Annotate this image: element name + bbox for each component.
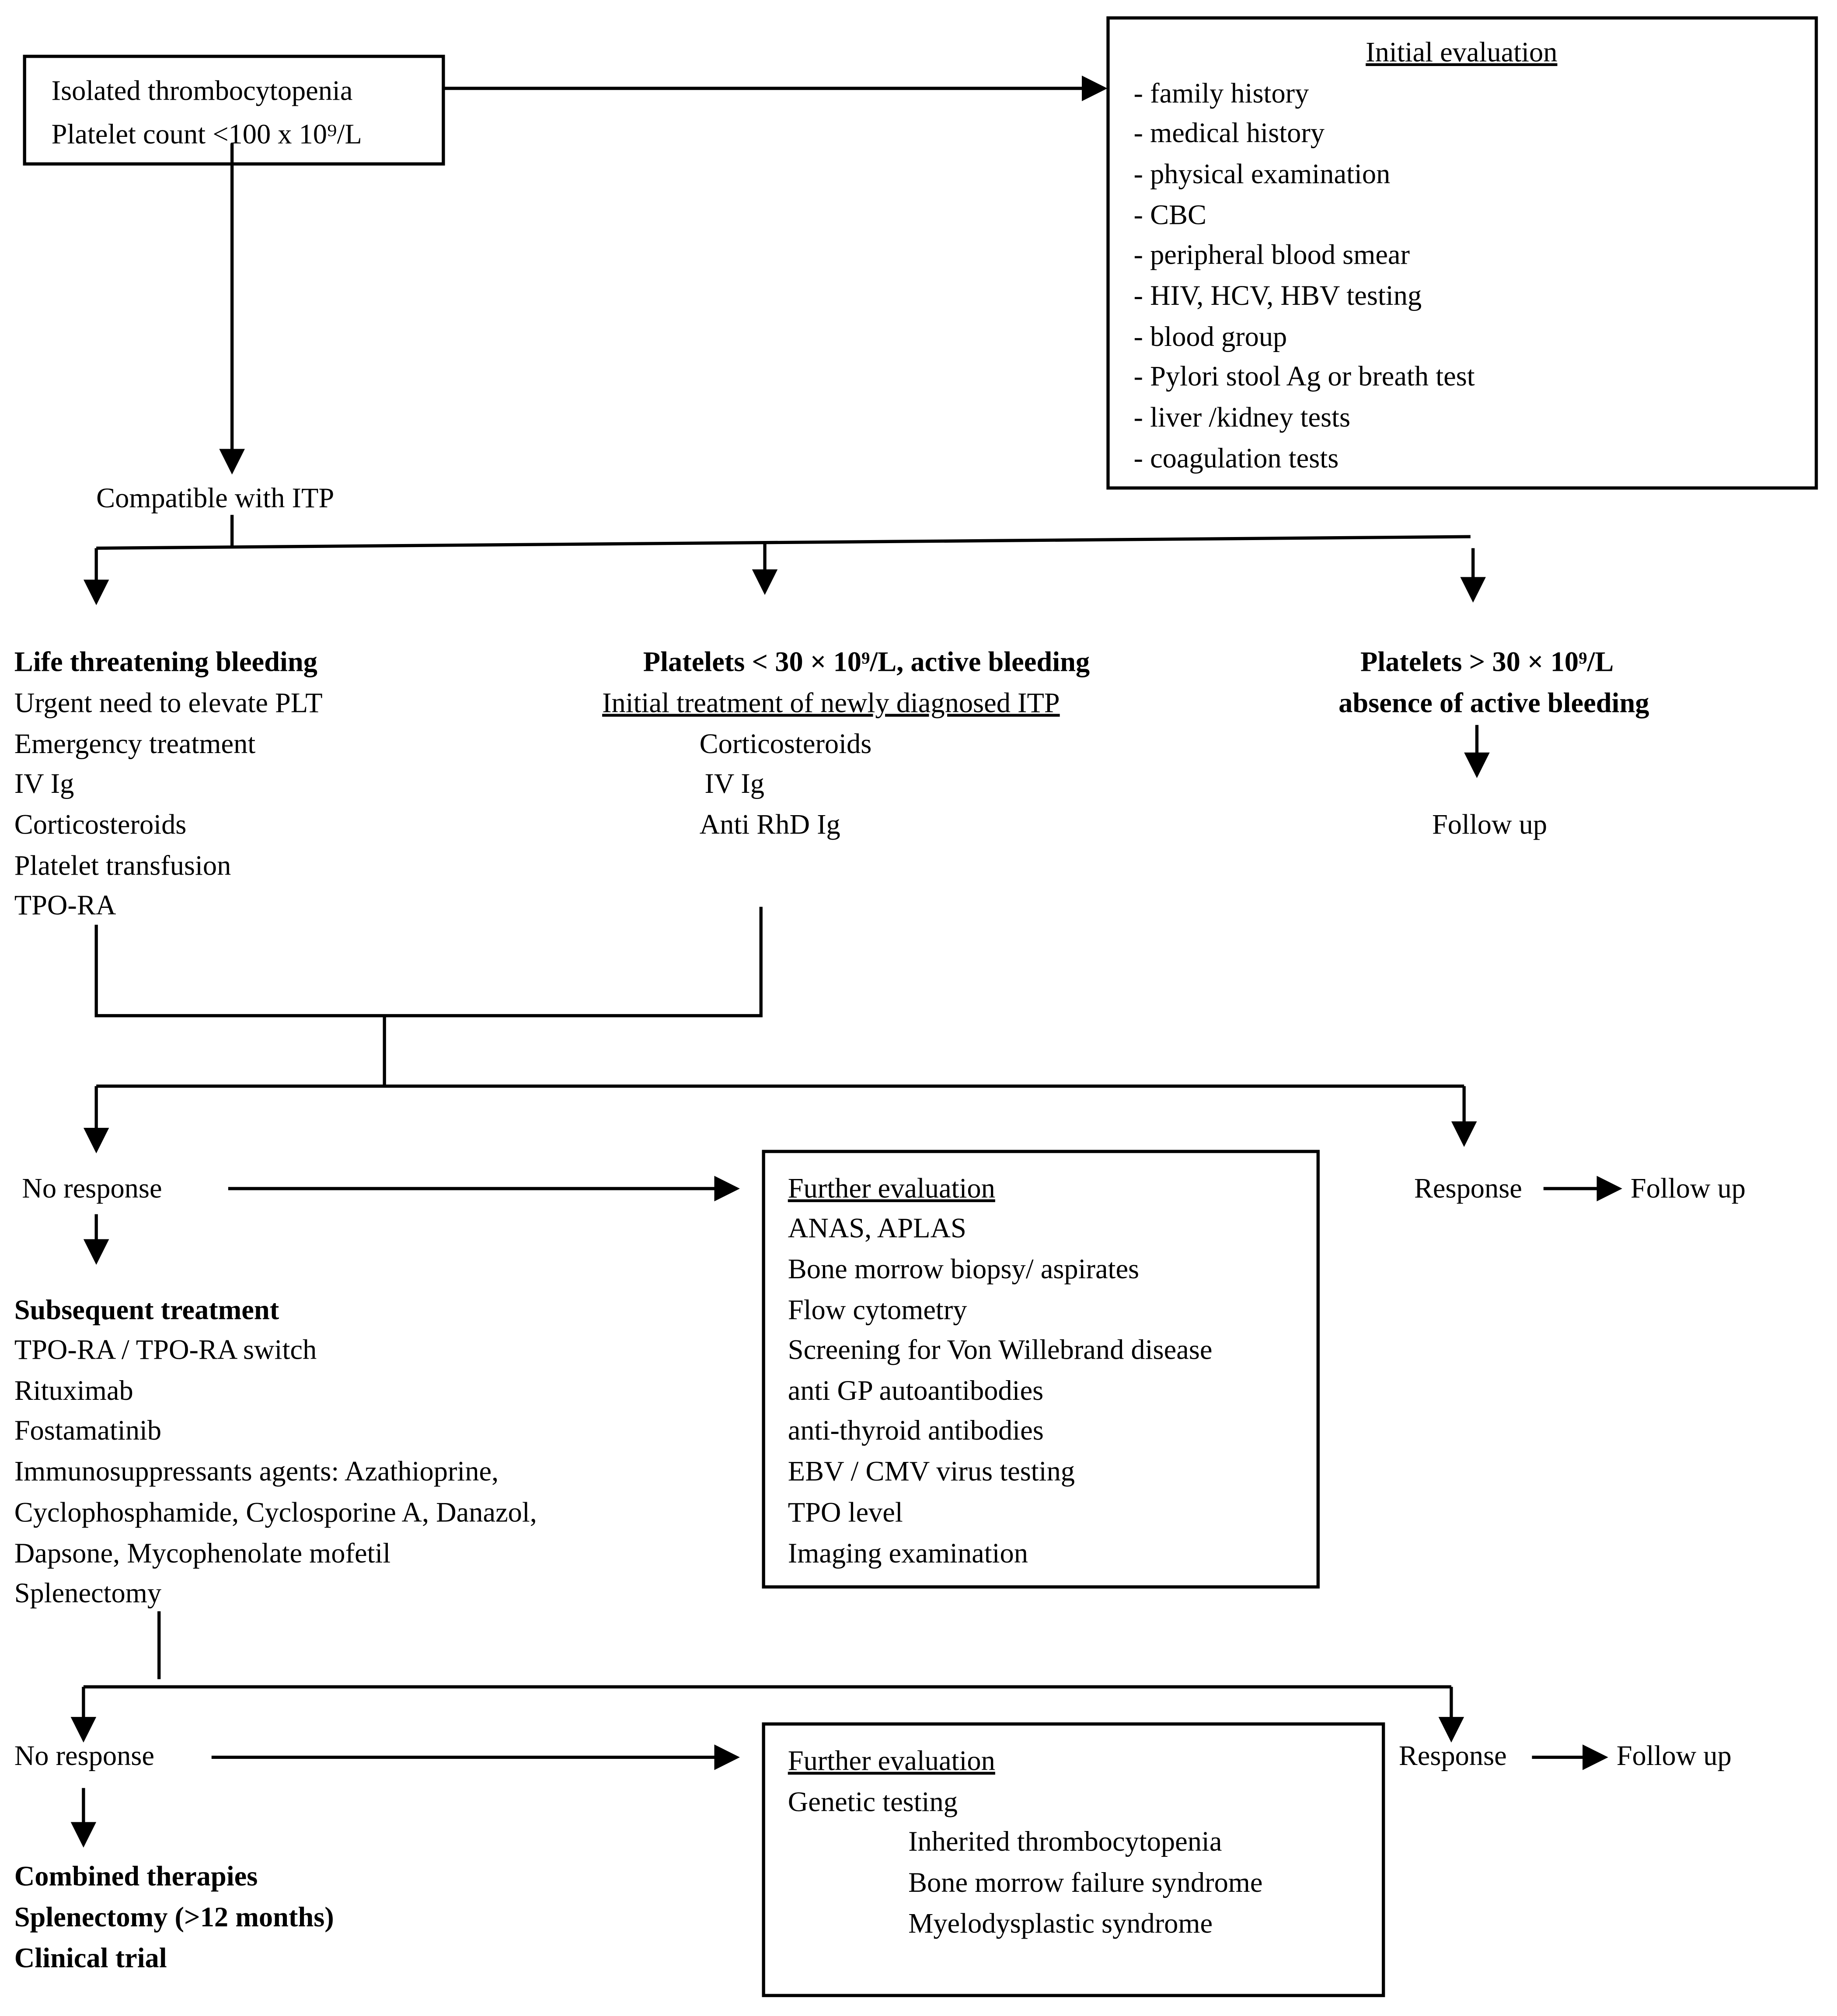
list-item: Myelodysplastic syndrome	[908, 1908, 1213, 1939]
no-response-label: No response	[22, 1172, 162, 1203]
list-item: - blood group	[1134, 321, 1287, 352]
no-bleeding-subtitle: absence of active bleeding	[1339, 687, 1649, 718]
genetic-testing-label: Genetic testing	[788, 1786, 958, 1817]
final-option: Combined therapies	[14, 1860, 258, 1891]
list-item: Platelet transfusion	[14, 850, 231, 881]
list-item: - physical examination	[1134, 158, 1391, 189]
list-item: Flow cytometry	[788, 1294, 967, 1325]
active-bleeding-title: Platelets < 30 × 10⁹/L, active bleeding	[643, 646, 1090, 677]
list-item: Bone morrow failure syndrome	[908, 1867, 1262, 1898]
subsequent-treatment-title: Subsequent treatment	[14, 1294, 279, 1325]
list-item: Emergency treatment	[14, 728, 256, 759]
start-title: Isolated thrombocytopenia	[52, 75, 353, 106]
list-item: Bone morrow biopsy/ aspirates	[788, 1253, 1139, 1284]
list-item: - liver /kidney tests	[1134, 401, 1351, 432]
list-item: ANAS, APLAS	[788, 1212, 966, 1243]
list-item: Inherited thrombocytopenia	[908, 1826, 1222, 1857]
list-item: Anti RhD Ig	[700, 809, 840, 840]
list-item: TPO-RA / TPO-RA switch	[14, 1334, 317, 1365]
list-item: Fostamatinib	[14, 1415, 161, 1446]
further-evaluation-title: Further evaluation	[788, 1172, 995, 1203]
list-item: - Pylori stool Ag or breath test	[1134, 361, 1475, 392]
follow-up-label: Follow up	[1617, 1740, 1732, 1771]
active-bleeding-subtitle: Initial treatment of newly diagnosed ITP	[602, 687, 1060, 718]
list-item: IV Ig	[704, 768, 764, 799]
initial-evaluation-title: Initial evaluation	[1366, 37, 1557, 68]
final-option: Splenectomy (>12 months)	[14, 1901, 334, 1932]
list-item: TPO level	[788, 1496, 903, 1528]
life-threatening-title: Life threatening bleeding	[14, 646, 317, 677]
list-item: Corticosteroids	[14, 809, 187, 840]
list-item: Dapsone, Mycophenolate mofetil	[14, 1538, 391, 1569]
start-subtitle: Platelet count <100 x 10⁹/L	[52, 119, 362, 150]
compatible-label: Compatible with ITP	[96, 482, 334, 513]
list-item: - CBC	[1134, 199, 1206, 230]
list-item: Immunosuppressants agents: Azathioprine,	[14, 1456, 499, 1487]
further-evaluation-title: Further evaluation	[788, 1745, 995, 1776]
genetic-evaluation-box	[762, 1722, 1385, 1997]
list-item: Urgent need to elevate PLT	[14, 687, 323, 718]
list-item: - medical history	[1134, 117, 1325, 148]
response-label: Response	[1399, 1740, 1507, 1771]
split-line	[96, 535, 1471, 550]
list-item: anti-thyroid antibodies	[788, 1415, 1044, 1446]
list-item: TPO-RA	[14, 889, 116, 921]
initial-evaluation-box	[1106, 16, 1818, 490]
follow-up-label: Follow up	[1432, 809, 1547, 840]
list-item: anti GP autoantibodies	[788, 1375, 1043, 1406]
start-box	[23, 55, 445, 166]
list-item: Cyclophosphamide, Cyclosporine A, Danazo…	[14, 1496, 537, 1528]
list-item: IV Ig	[14, 768, 74, 799]
response-label: Response	[1414, 1172, 1522, 1203]
list-item: - peripheral blood smear	[1134, 239, 1410, 270]
list-item: EBV / CMV virus testing	[788, 1456, 1075, 1487]
further-evaluation-box	[762, 1150, 1320, 1589]
merge-line	[94, 907, 763, 1018]
list-item: - coagulation tests	[1134, 443, 1339, 474]
list-item: - HIV, HCV, HBV testing	[1134, 280, 1422, 311]
initial-evaluation-list: - family history - medical history - phy…	[1134, 77, 1475, 474]
list-item: Screening for Von Willebrand disease	[788, 1334, 1213, 1365]
list-item: - family history	[1134, 77, 1309, 108]
list-item: Rituximab	[14, 1375, 133, 1406]
list-item: Corticosteroids	[700, 728, 872, 759]
list-item: Splenectomy	[14, 1577, 161, 1608]
no-response-label: No response	[14, 1740, 154, 1771]
list-item: Imaging examination	[788, 1538, 1028, 1569]
follow-up-label: Follow up	[1631, 1172, 1746, 1203]
final-option: Clinical trial	[14, 1943, 167, 1974]
no-bleeding-title: Platelets > 30 × 10⁹/L	[1360, 646, 1614, 677]
